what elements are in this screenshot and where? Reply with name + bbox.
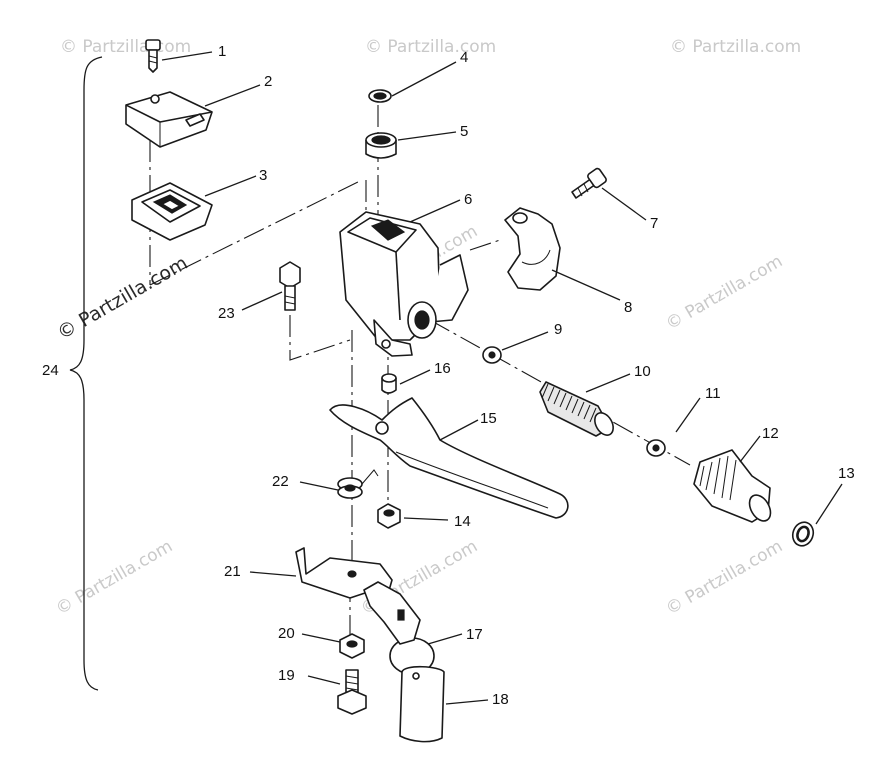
part-6-master-cylinder: [339, 211, 469, 357]
part-8-clamp: [504, 207, 561, 291]
watermark-text: © Partzilla.com: [365, 37, 496, 57]
part-2-reservoir-cover: [125, 91, 213, 148]
assembly-brace: [69, 56, 103, 691]
callout-7: 7: [650, 215, 658, 232]
part-14-nut: [377, 503, 401, 529]
watermark-text: © Partzilla.com: [54, 252, 192, 344]
callout-12: 12: [762, 425, 779, 442]
callout-13: 13: [838, 465, 855, 482]
part-1-screw: [145, 39, 161, 73]
callout-1: 1: [218, 43, 226, 60]
assembly-axes: [149, 105, 691, 640]
part-5-bushing: [365, 132, 397, 159]
part-21-bracket: [295, 547, 421, 645]
callout-21: 21: [224, 563, 241, 580]
callout-3: 3: [259, 167, 267, 184]
part-19-bolt: [337, 669, 367, 715]
part-10-spring: [539, 381, 614, 437]
part-4-washer: [368, 89, 392, 103]
part-23-pivot-bolt: [279, 261, 301, 311]
watermark-text: © Partzilla.com: [60, 37, 191, 57]
part-18-tag: [399, 665, 445, 743]
callout-18: 18: [492, 691, 509, 708]
callout-23: 23: [218, 305, 235, 322]
part-22-torsion-spring: [337, 469, 379, 499]
callout-5: 5: [460, 123, 468, 140]
part-16-bushing: [381, 373, 397, 394]
callout-15: 15: [480, 410, 497, 427]
leader-lines: [161, 51, 843, 705]
part-20-nut: [339, 633, 365, 659]
callout-2: 2: [264, 73, 272, 90]
part-9-washer: [482, 346, 502, 364]
callout-16: 16: [434, 360, 451, 377]
part-12-piston: [693, 449, 772, 523]
part-7-screw: [571, 167, 607, 199]
watermark-text: © Partzilla.com: [663, 536, 787, 619]
callout-6: 6: [464, 191, 472, 208]
watermark-text: © Partzilla.com: [663, 251, 787, 334]
callout-9: 9: [554, 321, 562, 338]
callout-24: 24: [42, 362, 59, 379]
callout-11: 11: [705, 385, 721, 402]
part-11-washer: [646, 439, 666, 457]
callout-14: 14: [454, 513, 471, 530]
callout-10: 10: [634, 363, 651, 380]
callout-8: 8: [624, 299, 632, 316]
part-3-diaphragm: [131, 182, 213, 241]
part-13-o-ring: [791, 521, 815, 547]
callout-labels: 1 2 3 4 5 6 7 8 9 10 11 12 13 14 15 16 1…: [42, 43, 855, 708]
watermark-text: © Partzilla.com: [670, 37, 801, 57]
watermark-text: © Partzilla.com: [53, 536, 177, 619]
callout-20: 20: [278, 625, 295, 642]
part-15-lever: [329, 397, 569, 519]
callout-19: 19: [278, 667, 295, 684]
callout-22: 22: [272, 473, 289, 490]
callout-17: 17: [466, 626, 483, 643]
callout-4: 4: [460, 49, 468, 66]
